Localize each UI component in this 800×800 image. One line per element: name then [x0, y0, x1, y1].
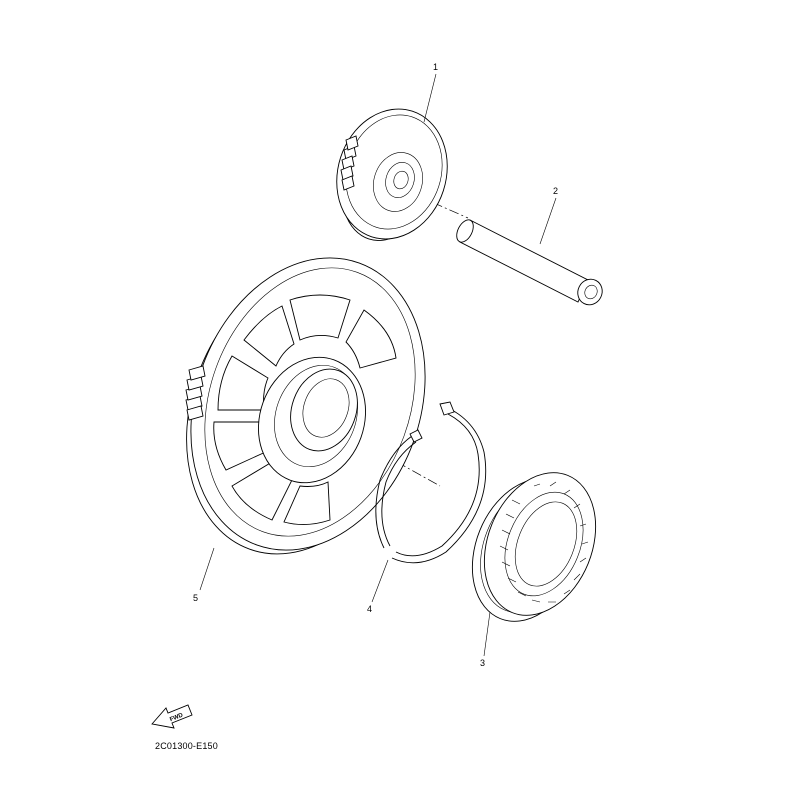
part-3-one-way-clutch[interactable] — [452, 456, 616, 638]
callout-1-label: 1 — [433, 62, 438, 72]
callout-5: 5 — [193, 547, 215, 603]
callout-3: 3 — [480, 611, 491, 668]
part-4-plate[interactable] — [375, 401, 487, 564]
gear-teeth — [340, 135, 359, 191]
fwd-arrow-icon: FWD — [151, 704, 193, 729]
callout-2: 2 — [539, 186, 558, 245]
callout-4: 4 — [367, 559, 389, 614]
clutch-rollers — [499, 481, 589, 603]
callout-5-label: 5 — [193, 593, 198, 603]
wheel-teeth — [185, 365, 206, 421]
part-1-idle-gear[interactable] — [320, 95, 464, 254]
part-5-starter-wheel-gear[interactable] — [148, 225, 465, 586]
fwd-label: FWD — [169, 712, 185, 723]
diagram-code: 2C01300-E150 — [155, 741, 218, 751]
callout-2-label: 2 — [553, 186, 558, 196]
callout-1: 1 — [423, 62, 438, 123]
part-2-shaft[interactable] — [453, 217, 606, 309]
callout-3-label: 3 — [480, 658, 485, 668]
callout-4-label: 4 — [367, 604, 372, 614]
